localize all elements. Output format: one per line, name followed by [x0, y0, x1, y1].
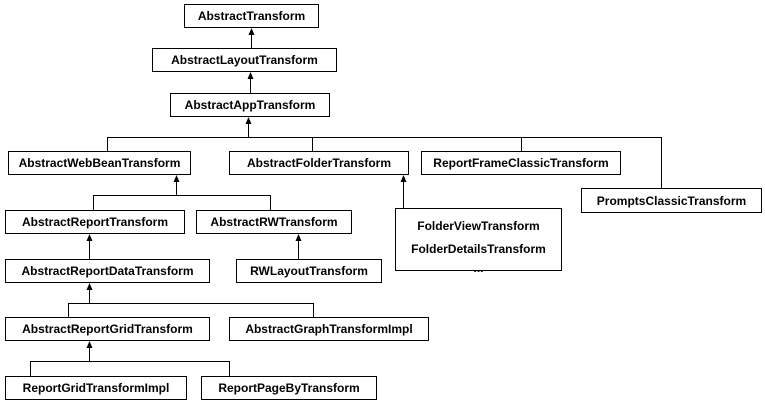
arrowhead-to-abstract-folder-transform — [400, 175, 407, 182]
arrowhead-to-abstract-app-transform — [245, 117, 252, 124]
arrowhead-to-abstract-report-data-transform — [86, 283, 93, 290]
node-abstract-report-transform: AbstractReportTransform — [5, 210, 185, 234]
node-abstract-report-grid-transform: AbstractReportGridTransform — [5, 317, 210, 341]
node-abstract-transform: AbstractTransform — [184, 4, 319, 28]
node-abstract-layout-transform: AbstractLayoutTransform — [152, 48, 337, 72]
node-report-frame-classic-transform: ReportFrameClassicTransform — [421, 151, 621, 175]
node-abstract-rw-transform: AbstractRWTransform — [196, 210, 352, 234]
node-abstract-graph-transform-impl: AbstractGraphTransformImpl — [229, 317, 429, 341]
node-report-page-by-transform: ReportPageByTransform — [201, 376, 377, 400]
node-folder-group: FolderViewTransform FolderDetailsTransfo… — [395, 208, 562, 275]
node-report-grid-transform-impl: ReportGridTransformImpl — [5, 376, 187, 400]
arrowhead-to-abstract-rw-transform — [295, 234, 302, 241]
node-abstract-app-transform: AbstractAppTransform — [170, 93, 330, 117]
ellipsis-label: ... — [473, 261, 484, 275]
node-prompts-classic-transform: PromptsClassicTransform — [581, 188, 762, 213]
arrowhead-to-abstract-report-grid-transform — [86, 341, 93, 348]
folder-view-transform-label: FolderViewTransform — [417, 219, 540, 233]
folder-details-transform-label: FolderDetailsTransform — [411, 242, 546, 256]
node-abstract-folder-transform: AbstractFolderTransform — [229, 151, 409, 175]
arrowhead-to-abstract-layout-transform — [247, 72, 254, 79]
node-abstract-webbean-transform: AbstractWebBeanTransform — [8, 151, 191, 175]
arrowhead-to-abstract-report-transform — [86, 234, 93, 241]
node-rw-layout-transform: RWLayoutTransform — [236, 259, 382, 283]
arrowhead-to-abstract-transform — [248, 28, 255, 35]
node-abstract-report-data-transform: AbstractReportDataTransform — [5, 259, 210, 283]
arrowhead-to-abstract-webbean-transform — [173, 175, 180, 182]
